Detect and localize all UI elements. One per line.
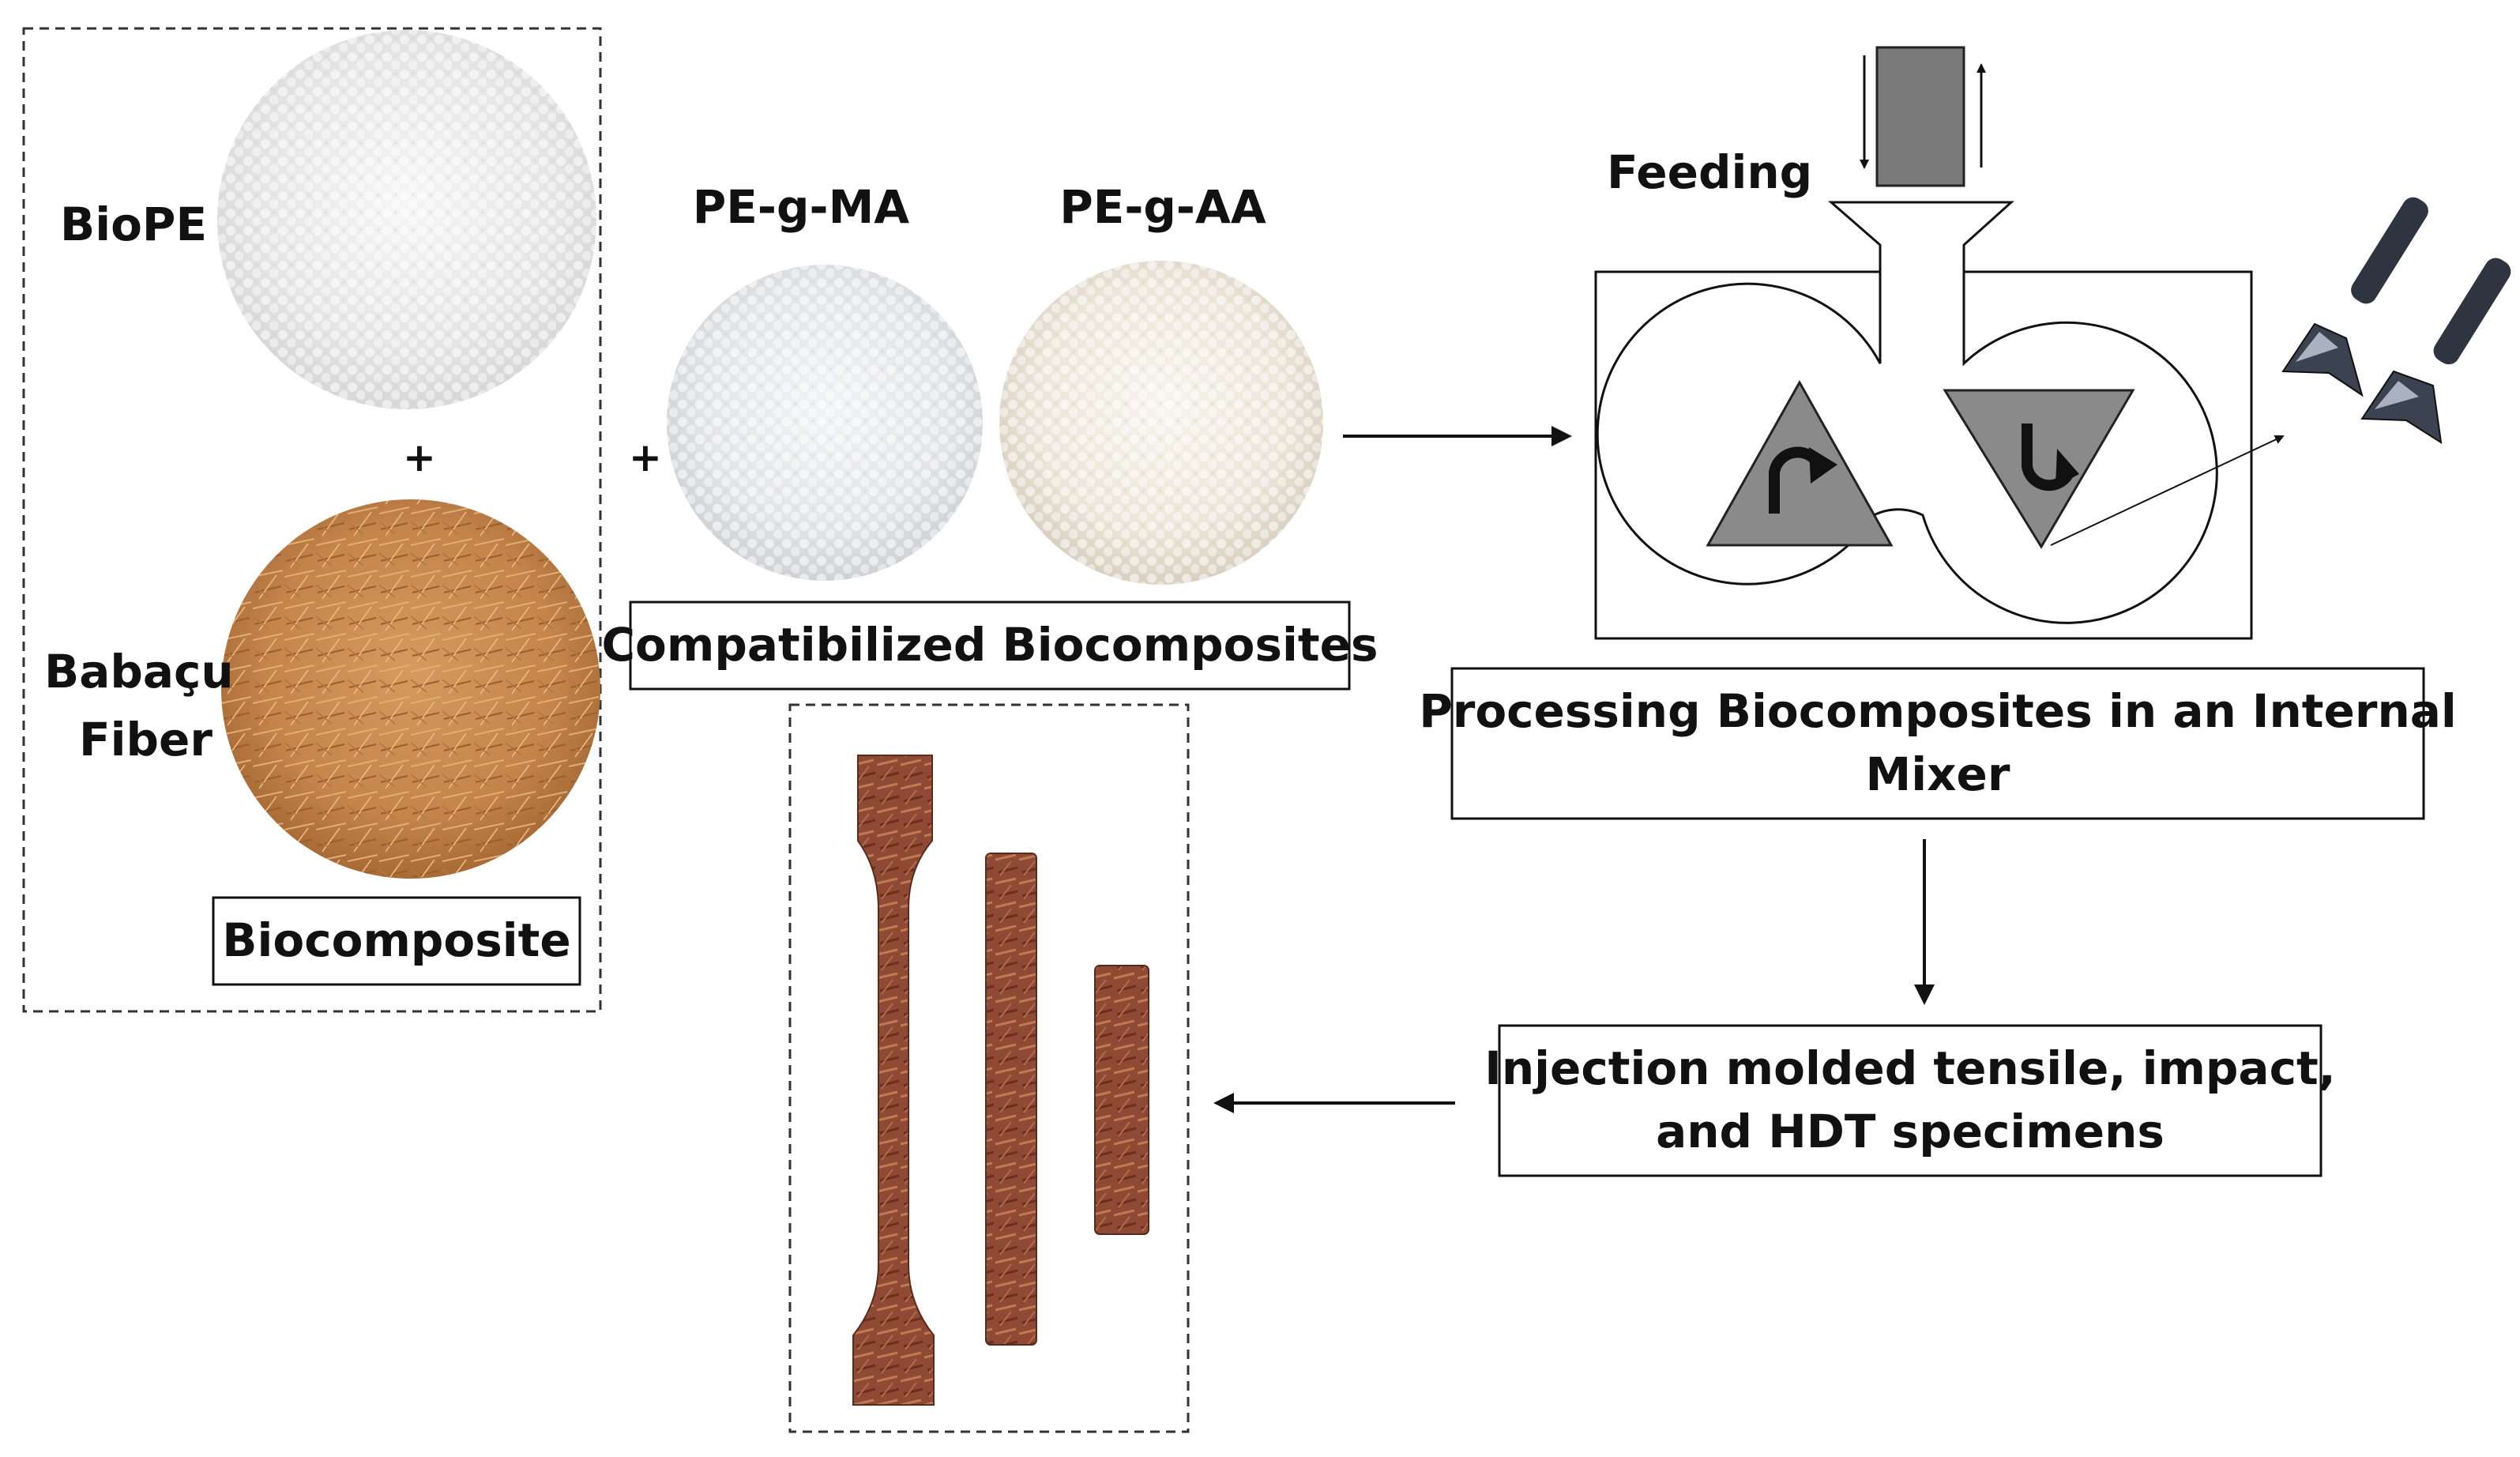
babacu-fiber-sample-photo xyxy=(221,499,600,879)
compatibilized-biocomposites-box xyxy=(629,600,1351,691)
impact-specimen xyxy=(985,853,1037,1346)
hdt-specimen xyxy=(1094,965,1149,1235)
feeding-ram xyxy=(1875,46,1965,187)
right-rotor-arrowhead-icon xyxy=(2055,449,2079,487)
tensile-specimen xyxy=(852,755,935,1406)
babacu-fiber-label-line2: Fiber xyxy=(79,713,213,766)
compatibilized-biocomposites-label: Compatibilized Biocomposites xyxy=(601,618,1378,672)
right-rotor xyxy=(1943,389,2135,549)
rotor-callout-line xyxy=(2050,435,2285,546)
left-rotor-arrowhead-icon xyxy=(1809,447,1837,484)
specimens-group-frame xyxy=(788,703,1190,1433)
biocomposite-label: Biocomposite xyxy=(222,913,570,967)
plus-sign-biocomposite: + xyxy=(403,435,436,480)
rotor-blades-illustration xyxy=(2281,197,2511,445)
biocomposite-group-frame xyxy=(22,27,602,1013)
biope-sample-photo xyxy=(217,30,596,409)
injection-label-line1: Injection molded tensile, impact, xyxy=(1484,1041,2335,1095)
pe-g-aa-sample-photo xyxy=(999,261,1323,585)
injection-label-line2: and HDT specimens xyxy=(1656,1105,2165,1158)
processing-biocomposites-box xyxy=(1450,667,2425,820)
biocomposite-label-box xyxy=(212,896,581,986)
biope-label: BioPE xyxy=(60,198,207,251)
mixer-hopper-and-chamber xyxy=(1596,201,2218,624)
pe-g-aa-label: PE-g-AA xyxy=(1059,180,1266,234)
pe-g-ma-label: PE-g-MA xyxy=(693,180,910,234)
plus-sign-compatibilizers: + xyxy=(629,435,662,480)
injection-molding-box xyxy=(1498,1024,2323,1177)
babacu-fiber-label-line1: Babaçu xyxy=(44,645,234,698)
feeding-label: Feeding xyxy=(1607,145,1812,199)
processing-label-line1: Processing Biocomposites in an Internal xyxy=(1419,684,2457,738)
pe-g-ma-sample-photo xyxy=(667,265,983,581)
processing-label-line2: Mixer xyxy=(1866,747,2010,801)
left-rotor xyxy=(1706,379,1894,547)
